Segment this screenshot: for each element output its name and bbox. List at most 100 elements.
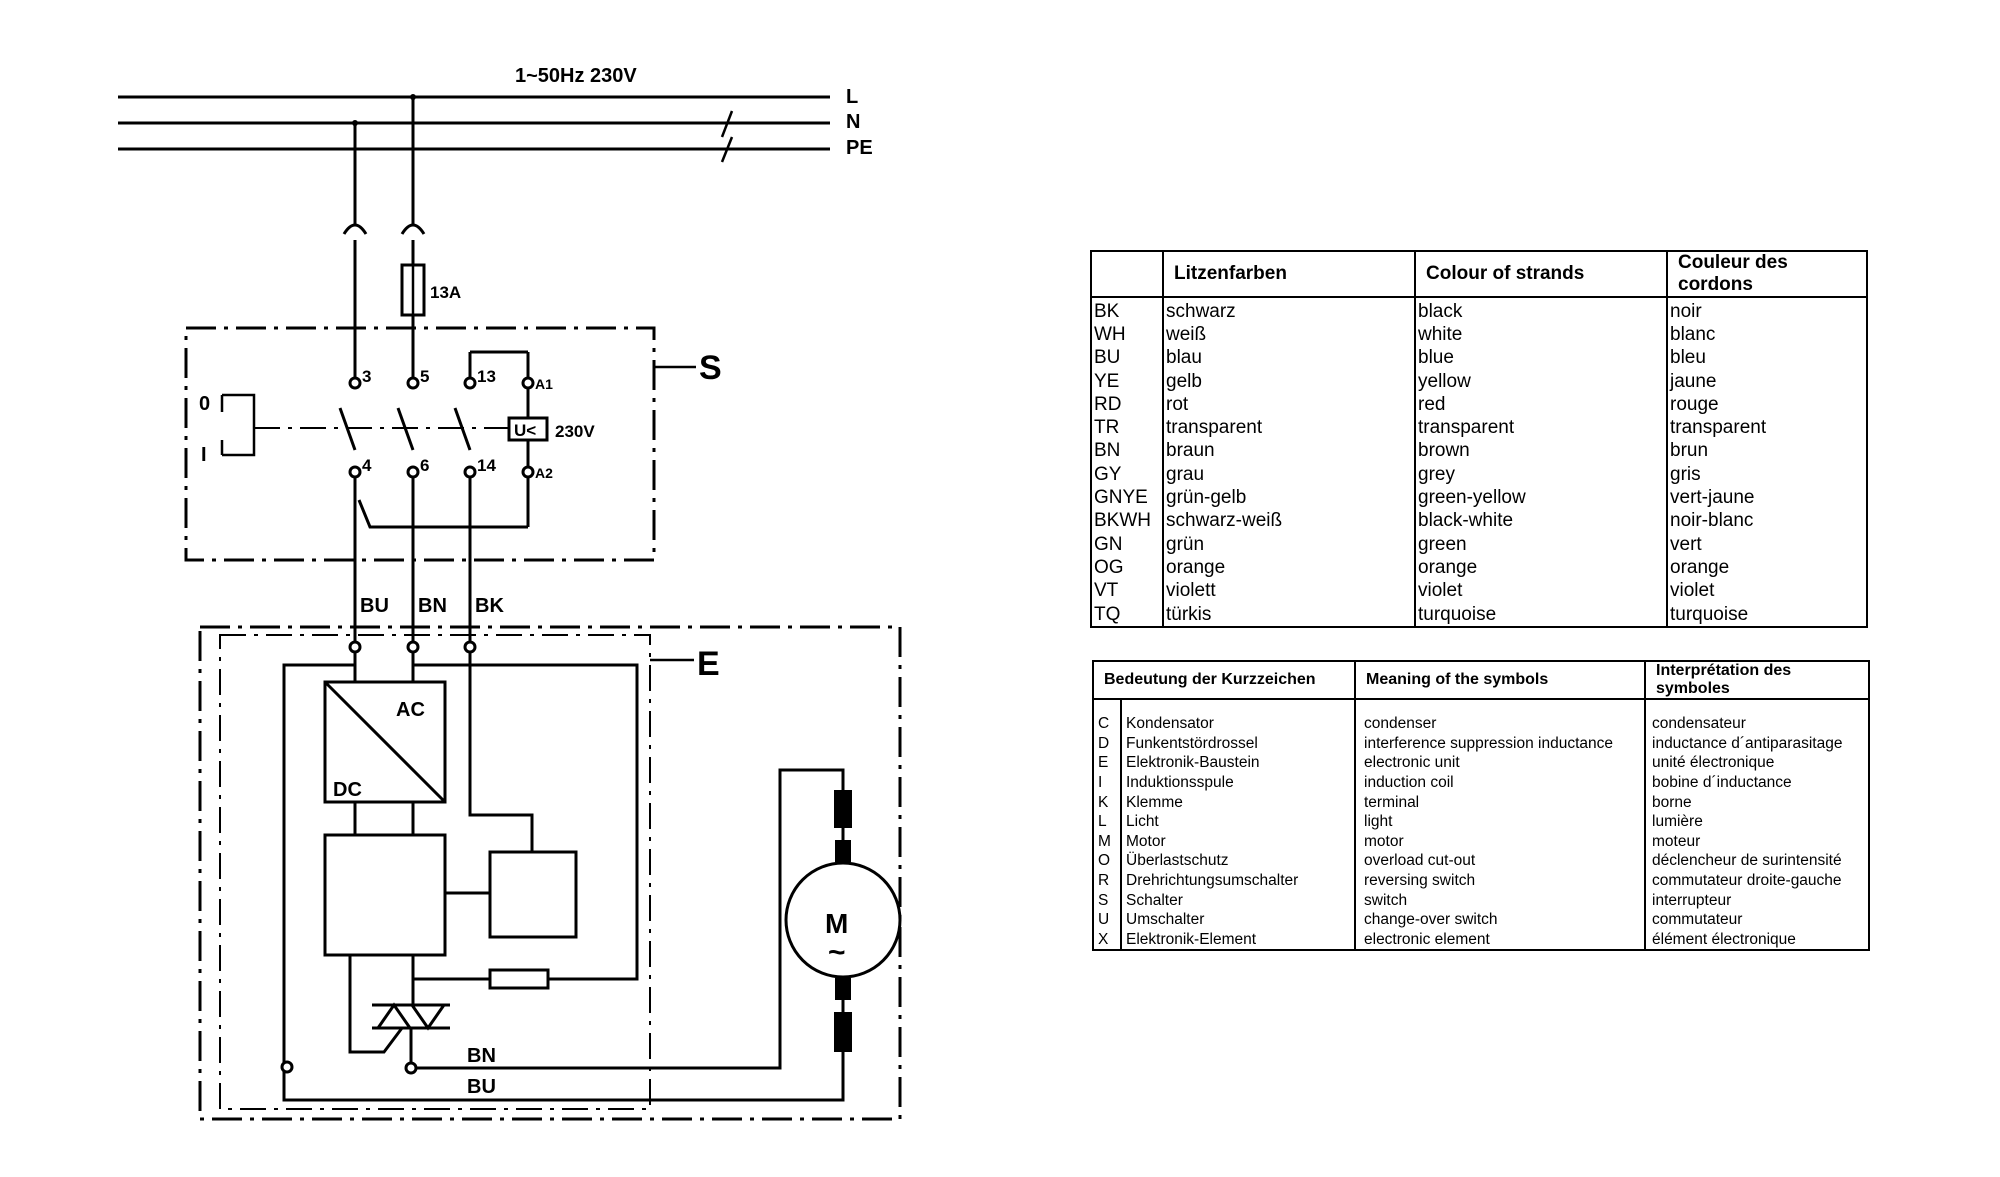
symbol-code: U xyxy=(1098,911,1110,929)
terminal-5 xyxy=(406,376,420,390)
symbol-de: Kondensator xyxy=(1120,699,1355,734)
symbol-de: Funkentstördrossel xyxy=(1120,733,1355,754)
pe-tick-2 xyxy=(720,136,734,163)
colour-fr: blanc xyxy=(1666,323,1867,347)
colour-code: YE xyxy=(1094,370,1120,392)
colour-code: WH xyxy=(1094,323,1126,345)
terminal-14 xyxy=(463,465,477,479)
junction-bu-return xyxy=(280,1060,294,1074)
motor-brush-bottom xyxy=(835,978,851,1000)
auxiliary-unit xyxy=(488,850,578,939)
symbol-fr: déclencheur de surintensité xyxy=(1644,851,1869,871)
electronics-block-frame xyxy=(198,625,902,1121)
colour-fr: violet xyxy=(1666,579,1867,603)
undervoltage-relay-symbol: U< xyxy=(514,421,536,440)
symbol-en: electronic unit xyxy=(1354,753,1645,773)
electronics-block-label: E xyxy=(697,645,720,683)
symbol-fr: commutateur droite-gauche xyxy=(1644,870,1869,891)
symbol-en: light xyxy=(1354,811,1645,832)
colour-code: BN xyxy=(1094,440,1121,462)
colour-en: red xyxy=(1414,393,1667,417)
converter-ac-label: AC xyxy=(396,699,425,721)
colour-header-en: Colour of strands xyxy=(1414,251,1667,298)
symbol-fr: interrupteur xyxy=(1644,890,1869,910)
colour-code: RD xyxy=(1094,393,1122,415)
colour-code: VT xyxy=(1094,580,1119,602)
colour-code: GY xyxy=(1094,463,1122,485)
symbol-code: S xyxy=(1098,891,1109,909)
triac-diode-1 xyxy=(376,1002,412,1029)
electronics-inner-frame xyxy=(219,634,651,1110)
line-pe-label: PE xyxy=(846,137,873,159)
switch-position-on: I xyxy=(201,444,207,466)
fuse-label: 13A xyxy=(430,283,461,302)
colour-fr: vert xyxy=(1666,532,1867,557)
colour-de: grün xyxy=(1162,532,1415,557)
control-unit xyxy=(323,833,447,957)
colour-header-fr: Couleur des cordons xyxy=(1666,251,1867,298)
colour-code: BK xyxy=(1094,300,1120,322)
switch-block-label: S xyxy=(699,349,722,387)
terminal-14-label: 14 xyxy=(477,456,496,475)
wiring-diagram: 1~50Hz 230V L N PE 13A S 3 5 13 A1 U< 23… xyxy=(118,65,902,1121)
colour-de: grau xyxy=(1162,463,1415,487)
terminal-13-label: 13 xyxy=(477,367,496,386)
symbol-code: R xyxy=(1098,872,1110,890)
motor-ac-symbol: ~ xyxy=(828,936,846,969)
colour-en: black xyxy=(1414,297,1667,324)
symbol-en: change-over switch xyxy=(1354,909,1645,930)
colour-fr: vert-jaune xyxy=(1666,486,1867,510)
colour-de: türkis xyxy=(1162,602,1415,628)
colour-en: violet xyxy=(1414,579,1667,603)
junction-l xyxy=(410,94,416,100)
symbol-de: Elektronik-Element xyxy=(1120,929,1355,951)
symbol-fr: unité électronique xyxy=(1644,753,1869,773)
resistor xyxy=(488,968,550,990)
wire-bn-right xyxy=(411,652,639,981)
colour-de: rot xyxy=(1162,393,1415,417)
wire-bu-left xyxy=(282,652,845,1102)
converter-diagonal xyxy=(323,680,447,804)
colour-de: gelb xyxy=(1162,369,1415,394)
converter-dc-label: DC xyxy=(333,779,362,801)
line-n-label: N xyxy=(846,111,860,133)
symbol-code: M xyxy=(1098,832,1111,850)
colour-fr: brun xyxy=(1666,439,1867,464)
symbol-de: Motor xyxy=(1120,831,1355,852)
symbol-code: X xyxy=(1098,930,1109,948)
colour-en: transparent xyxy=(1414,416,1667,440)
colour-fr: jaune xyxy=(1666,369,1867,394)
symbol-code: C xyxy=(1098,715,1110,733)
terminal-bn-in xyxy=(406,640,420,654)
symbol-en: switch xyxy=(1354,890,1645,910)
undervoltage-relay-voltage: 230V xyxy=(555,422,595,441)
symbol-de: Klemme xyxy=(1120,792,1355,812)
terminal-a1-label: A1 xyxy=(535,376,553,392)
colour-fr: bleu xyxy=(1666,346,1867,370)
symbol-code: K xyxy=(1098,793,1109,811)
switch-position-off: 0 xyxy=(199,393,210,415)
colour-de: blau xyxy=(1162,346,1415,370)
terminal-a1 xyxy=(521,376,535,390)
colour-en: orange xyxy=(1414,556,1667,580)
symbol-en: terminal xyxy=(1354,792,1645,812)
colour-fr: turquoise xyxy=(1666,602,1867,628)
symbol-en: condenser xyxy=(1354,699,1645,734)
symbol-en: overload cut-out xyxy=(1354,851,1645,871)
colour-code: OG xyxy=(1094,556,1124,578)
terminal-4 xyxy=(348,465,362,479)
colour-en: grey xyxy=(1414,463,1667,487)
colour-en: turquoise xyxy=(1414,602,1667,628)
colour-de: transparent xyxy=(1162,416,1415,440)
